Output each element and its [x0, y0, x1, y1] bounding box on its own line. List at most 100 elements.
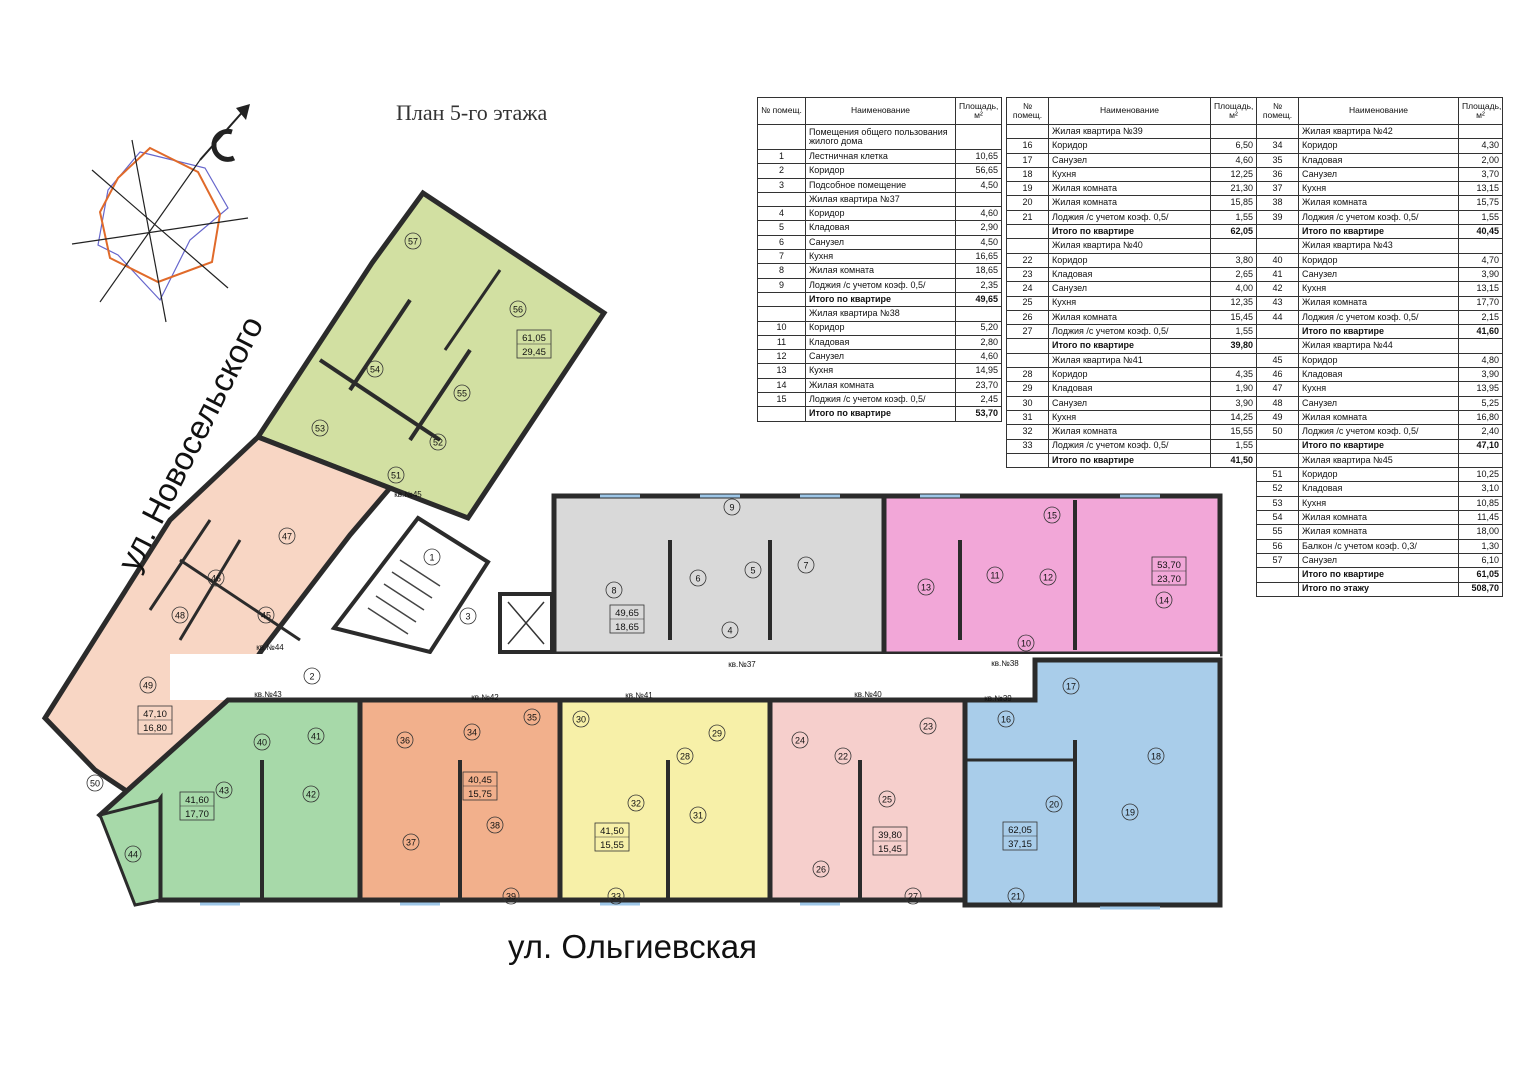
room-number-marker — [486, 816, 504, 834]
room-number-cell: 41 — [1256, 266, 1299, 283]
room-number-cell — [1256, 123, 1299, 140]
table-row: Жилая квартира №44 — [1256, 338, 1503, 354]
room-number-cell — [1006, 352, 1049, 369]
room-number-cell: 13 — [757, 363, 806, 379]
apartment-living-area: 37,15 — [1008, 839, 1032, 850]
street-bottom-label: ул. Ольгиевская — [508, 928, 757, 965]
stair-core — [330, 515, 554, 655]
room-number-cell: 18 — [1006, 166, 1049, 183]
room-number-cell: 25 — [1006, 295, 1049, 311]
table-row: Помещения общего пользования жилого дома — [757, 124, 1002, 150]
room-area-cell: 3,10 — [1458, 481, 1503, 497]
room-area-cell: 61,05 — [1458, 567, 1503, 583]
room-area-cell: 15,55 — [1210, 424, 1257, 440]
room-number-marker — [429, 433, 447, 451]
room-number-marker — [572, 710, 590, 728]
room-number-marker — [689, 806, 707, 824]
room-name-cell: Санузел — [1048, 152, 1211, 168]
room-area-cell: 2,00 — [1458, 152, 1503, 168]
room-name-cell: Лоджия /с учетом коэф. 0,5/ — [1048, 438, 1211, 454]
room-name-cell: Итого по квартире — [1298, 324, 1459, 340]
room-number-marker — [1039, 568, 1057, 586]
room-area-cell: 3,80 — [1210, 252, 1257, 268]
wind-rose-blue — [97, 151, 229, 302]
apartment-label: кв.№44 — [256, 643, 284, 652]
room-number-cell: 20 — [1006, 195, 1049, 211]
room-number-label: 3 — [465, 612, 470, 622]
room-name-cell: Кладовая — [1298, 481, 1459, 497]
room-name-cell: Санузел — [1298, 166, 1459, 183]
room-number-marker — [605, 581, 623, 599]
room-area-cell — [1210, 238, 1257, 254]
room-area-cell: 1,55 — [1458, 209, 1503, 226]
room-number-cell: 11 — [757, 334, 806, 351]
apartment-label: кв.№45 — [394, 490, 422, 499]
room-area-cell — [1210, 352, 1257, 369]
room-area-cell: 3,90 — [1458, 266, 1503, 283]
room-number-label: 21 — [1011, 892, 1021, 902]
apartment-total-area: 62,05 — [1008, 825, 1032, 836]
room-number-marker — [396, 731, 414, 749]
room-name-cell: Жилая квартира №37 — [805, 191, 956, 208]
apt44-wall-2 — [148, 519, 212, 611]
room-area-cell: 14,25 — [1210, 409, 1257, 426]
room-area-cell: 1,55 — [1210, 209, 1257, 226]
room-area-cell — [955, 124, 1002, 150]
room-number-cell: 48 — [1256, 395, 1299, 411]
room-number-label: 8 — [611, 586, 616, 596]
room-number-label: 13 — [921, 583, 931, 593]
apartment-living-area: 15,45 — [878, 844, 902, 855]
col-num-header: № помещ. — [1006, 97, 1049, 125]
room-number-cell: 10 — [757, 320, 806, 336]
room-number-cell: 14 — [757, 377, 806, 394]
room-number-label: 40 — [257, 738, 267, 748]
room-area-cell: 4,35 — [1210, 367, 1257, 383]
room-number-cell: 26 — [1006, 309, 1049, 326]
room-number-label: 19 — [1125, 808, 1135, 818]
room-name-cell: Санузел — [805, 349, 956, 365]
room-number-cell: 2 — [757, 163, 806, 179]
compass-axis-1 — [71, 217, 249, 245]
room-number-label: 52 — [433, 438, 443, 448]
room-name-cell: Жилая комната — [1298, 409, 1459, 426]
room-number-marker — [812, 860, 830, 878]
col-num-header: № помещ. — [757, 97, 806, 125]
room-number-label: 41 — [311, 732, 321, 742]
room-name-cell: Жилая комната — [1048, 195, 1211, 211]
room-area-cell: 56,65 — [955, 163, 1002, 179]
room-area-cell: 15,75 — [1458, 195, 1503, 211]
room-area-cell — [1458, 452, 1503, 469]
room-number-marker — [509, 300, 527, 318]
room-number-label: 23 — [923, 722, 933, 732]
room-number-marker — [689, 569, 707, 587]
room-number-marker — [1045, 795, 1063, 813]
room-number-marker — [459, 607, 477, 625]
compass-axis-2 — [99, 159, 201, 303]
room-number-cell — [1006, 123, 1049, 140]
room-area-cell: 4,00 — [1210, 281, 1257, 297]
wind-rose-orange — [98, 146, 222, 284]
room-area-cell: 2,15 — [1458, 309, 1503, 326]
room-number-cell: 51 — [1256, 467, 1299, 483]
room-name-cell: Кухня — [1298, 381, 1459, 397]
room-number-cell: 39 — [1256, 209, 1299, 226]
table-row: Жилая квартира №41 — [1006, 352, 1257, 369]
table-row: Жилая квартира №40 — [1006, 238, 1257, 254]
room-name-cell: Итого по квартире — [1048, 224, 1211, 240]
